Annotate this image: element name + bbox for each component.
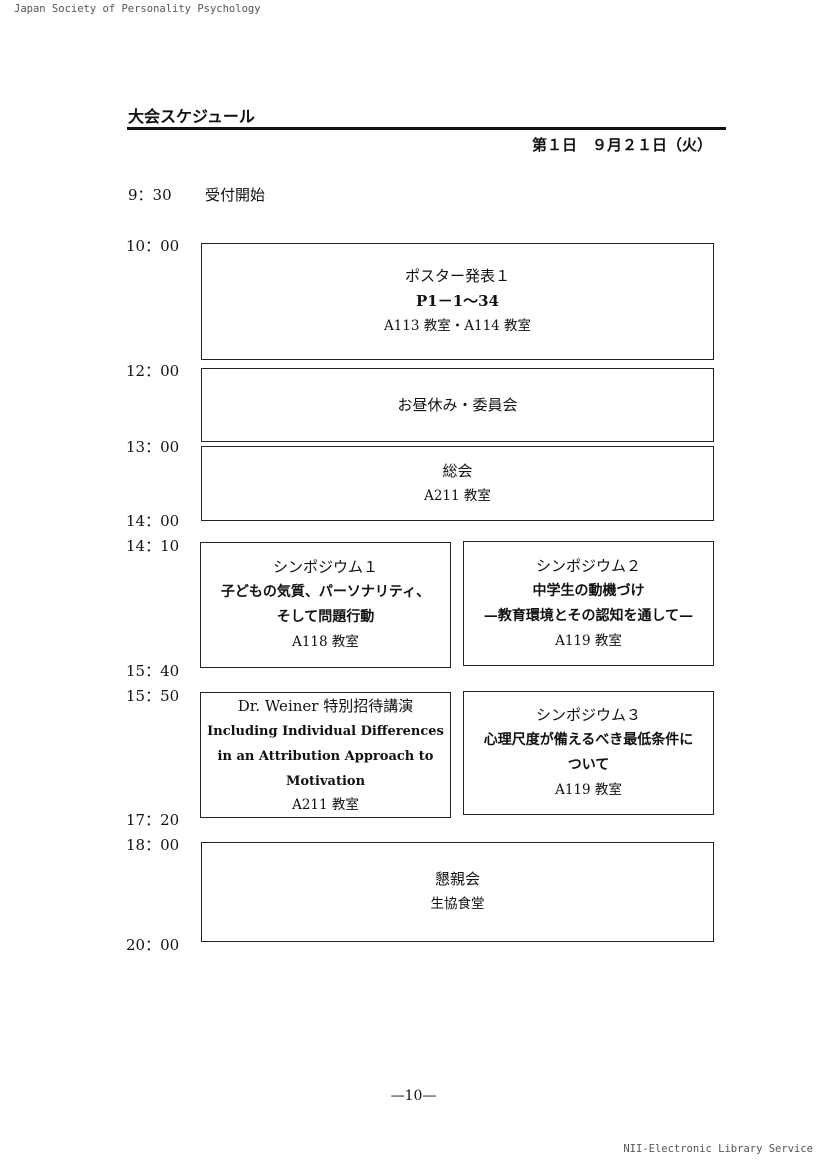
sym2-room: A119 教室 (555, 632, 622, 649)
symposium-3-box: シンポジウム３ 心理尺度が備えるべき最低条件に ついて A119 教室 (463, 691, 714, 815)
sym3-room: A119 教室 (555, 782, 622, 798)
sym2-line1: 中学生の動機づけ (532, 582, 645, 599)
lecture-line1: Including Individual Differences (207, 724, 444, 739)
lecture-line2: in an Attribution Approach to (217, 749, 434, 764)
poster-code: P1－1～34 (415, 292, 500, 310)
symposium-1-box: シンポジウム１ 子どもの気質、パーソナリティ、 そして問題行動 A118 教室 (200, 542, 451, 668)
time-label: 10：00 (126, 237, 180, 255)
poster-room: A113 教室・A114 教室 (383, 318, 532, 334)
special-lecture-box: Dr. Weiner 特別招待講演 Including Individual D… (200, 692, 451, 818)
page-title: 大会スケジュール (128, 107, 255, 126)
time-label: 14：10 (126, 537, 180, 555)
lecture-title: Dr. Weiner 特別招待講演 (237, 697, 414, 715)
general-room: A211 教室 (424, 487, 491, 504)
library-footer: NII-Electronic Library Service (623, 1143, 813, 1155)
sym3-line1: 心理尺度が備えるべき最低条件に (483, 732, 694, 748)
time-label: 12：00 (126, 362, 180, 380)
sym3-title: シンポジウム３ (535, 706, 641, 724)
party-title: 懇親会 (434, 870, 480, 888)
sym1-room: A118 教室 (292, 634, 359, 650)
time-label: 17：20 (126, 811, 180, 829)
symposium-2-box: シンポジウム２ 中学生の動機づけ —教育環境とその認知を通して— A119 教室 (463, 541, 714, 666)
time-label: 9：30 (128, 186, 172, 204)
sym3-line2: ついて (567, 757, 610, 773)
lunch-title: お昼休み・委員会 (397, 395, 518, 414)
sym2-line2: —教育環境とその認知を通して— (483, 607, 694, 624)
time-label: 15：50 (126, 687, 180, 705)
poster-title: ポスター発表１ (404, 267, 510, 285)
time-label: 15：40 (126, 662, 180, 680)
lecture-room: A211 教室 (292, 797, 359, 813)
sym2-title: シンポジウム２ (535, 556, 641, 575)
society-header: Japan Society of Personality Psychology (14, 3, 261, 15)
time-label: 14：00 (126, 512, 180, 530)
time-label: 20：00 (126, 936, 180, 954)
sym1-title: シンポジウム１ (272, 558, 378, 576)
general-meeting-box: 総会 A211 教室 (201, 446, 714, 521)
lecture-line3: Motivation (285, 774, 366, 789)
page-number: —10— (390, 1088, 437, 1104)
day-label: 第１日 ９月２１日（火） (531, 136, 712, 154)
sym1-line2: そして問題行動 (276, 609, 375, 625)
reception-party-box: 懇親会 生協食堂 (201, 842, 714, 942)
general-title: 総会 (442, 461, 473, 480)
party-room: 生協食堂 (430, 896, 485, 912)
sym1-line1: 子どもの気質、パーソナリティ、 (220, 584, 431, 600)
poster-session-box: ポスター発表１ P1－1～34 A113 教室・A114 教室 (201, 243, 714, 360)
reception-label: 受付開始 (205, 186, 266, 204)
time-label: 13：00 (126, 438, 180, 456)
lunch-box: お昼休み・委員会 (201, 368, 714, 442)
title-rule (127, 127, 726, 130)
time-label: 18：00 (126, 836, 180, 854)
